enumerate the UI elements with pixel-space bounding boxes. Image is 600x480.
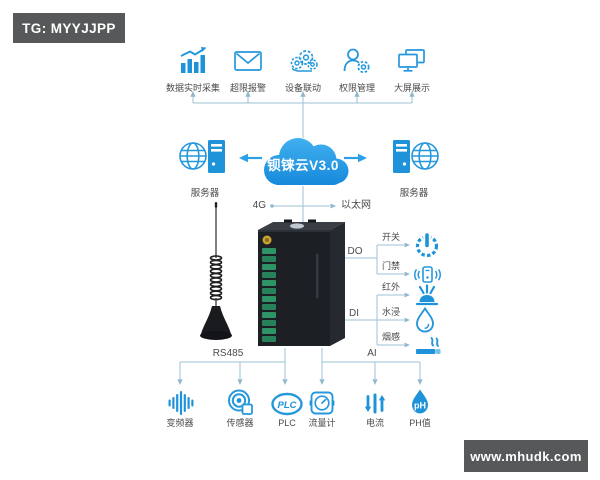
watermark-bottom-right: www.mhudk.com [464,440,588,472]
server-label-left: 服务器 [190,188,220,199]
smoke-detector-icon [413,330,443,358]
flow-meter-icon [307,388,337,418]
ph-icon: pH [405,387,435,417]
rs485-item-label: 传感器 [226,418,254,428]
plc-icon: PLC [270,389,304,419]
feature-permission: 权限管理 [322,44,392,94]
current-icon [360,388,390,418]
infrared-icon [413,282,441,310]
sensor-icon [225,387,255,417]
server-label-right: 服务器 [399,188,429,199]
server-globe-icon-left [178,136,232,178]
antenna [196,200,240,348]
ai-item-label: PH值 [409,418,431,428]
door-access-icon [413,260,441,288]
waveform-icon [165,388,195,418]
power-icon [413,231,441,259]
cloud-icon [264,138,349,185]
feature-alarm: 超限报警 [213,44,283,94]
feature-label: 超限报警 [229,83,266,93]
feature-label: 大屏展示 [393,83,430,93]
mail-icon [231,44,265,78]
water-drop-icon [411,305,439,333]
gateway-device [250,216,350,352]
do-item-label: 门禁 [381,261,400,271]
rs485-group-label: RS485 [212,348,244,359]
do-item-label: 开关 [381,232,400,242]
feature-data-collection: 数据实时采集 [158,44,228,94]
ai-item-label: 流量计 [308,418,336,428]
uplink-4g-label: 4G [252,200,266,211]
uplink-ethernet-label: 以太网 [341,200,371,211]
di-item-label: 烟感 [381,332,400,342]
user-gear-icon [340,44,374,78]
feature-label: 设备联动 [284,83,321,93]
cloud-gears-icon [286,44,320,78]
ai-group-label: AI [367,348,377,359]
di-group-label: DI [349,308,359,319]
server-globe-icon-right [386,136,440,178]
feature-big-screen: 大屏展示 [377,44,447,94]
cloud-platform [253,133,353,191]
rs485-item-label: 变频器 [166,418,194,428]
di-item-label: 红外 [381,282,400,292]
feature-label: 权限管理 [338,83,375,93]
plc-icon-text: PLC [278,400,297,411]
screens-icon [395,44,429,78]
ai-item-label: 电流 [365,418,384,428]
chart-icon [176,44,210,78]
ph-icon-text: pH [414,401,426,411]
rs485-item-label: PLC [278,418,296,428]
feature-label: 数据实时采集 [165,83,220,93]
cloud-platform-label: 钡铼云V3.0 [267,158,339,173]
di-item-label: 水浸 [381,307,400,317]
do-group-label: DO [347,246,363,257]
watermark-top-left: TG: MYYJJPP [13,13,125,43]
feature-device-linkage: 设备联动 [268,44,338,94]
